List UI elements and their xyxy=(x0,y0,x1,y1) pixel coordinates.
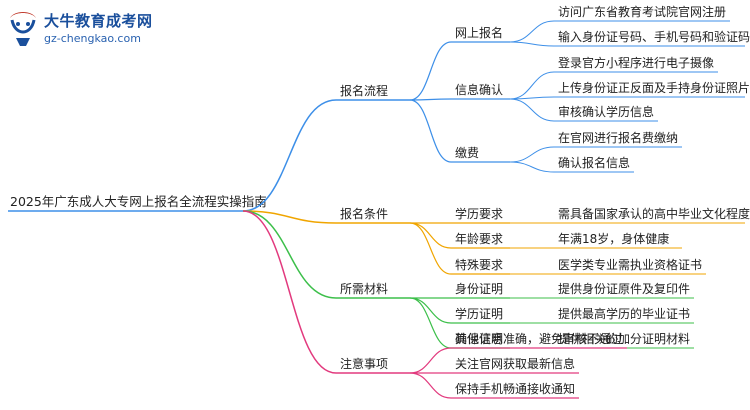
group-connector xyxy=(409,222,452,275)
bull-logo-icon xyxy=(10,12,36,46)
leaf-label: 上传身份证正反面及手持身份证照片 xyxy=(558,80,750,95)
branch-label: 所需材料 xyxy=(340,282,388,296)
branch-connector xyxy=(242,210,337,374)
group-label: 其他证明 xyxy=(455,332,503,346)
group-label: 特殊要求 xyxy=(455,257,503,272)
branch-connector xyxy=(242,210,337,299)
leaf-label: 审核确认学历信息 xyxy=(558,104,654,119)
site-logo-title: 大牛教育成考网 xyxy=(44,12,153,30)
branch-connector xyxy=(242,210,337,224)
note-label: 关注官网获取最新信息 xyxy=(455,356,575,371)
group-label: 学历证明 xyxy=(455,306,503,321)
leaf-label: 需具备国家承认的高中毕业文化程度 xyxy=(558,206,750,221)
site-logo: 大牛教育成考网 gz-chengkao.com xyxy=(6,6,176,50)
root-topic: 2025年广东成人大专网上报名全流程实操指南 xyxy=(10,194,267,209)
leaf-label: 医学类专业需执业资格证书 xyxy=(558,257,702,272)
note-label: 保持手机畅通接收通知 xyxy=(455,381,575,396)
leaf-connector xyxy=(509,41,555,47)
leaf-connector xyxy=(509,71,555,100)
leaf-label: 访问广东省教育考试院官网注册 xyxy=(558,4,726,19)
group-connector xyxy=(409,98,452,101)
group-label: 身份证明 xyxy=(455,281,503,296)
leaf-connector xyxy=(509,20,555,43)
leaf-label: 登录官方小程序进行电子摄像 xyxy=(558,55,714,70)
branch-label: 报名流程 xyxy=(340,83,388,98)
leaf-label: 确认报名信息 xyxy=(558,155,630,170)
note-connector xyxy=(409,347,452,374)
branch-label: 报名条件 xyxy=(340,206,388,221)
leaf-label: 在官网进行报名费缴纳 xyxy=(558,130,678,145)
leaf-label: 提供最高学历的毕业证书 xyxy=(558,306,690,321)
note-connector xyxy=(409,372,452,399)
group-connector xyxy=(409,297,452,349)
group-label: 年龄要求 xyxy=(455,232,503,246)
leaf-connector xyxy=(509,146,555,163)
leaf-label: 提供身份证原件及复印件 xyxy=(558,281,690,296)
leaf-label: 输入身份证号码、手机号码和验证码 xyxy=(558,29,750,44)
leaf-label: 年满18岁，身体健康 xyxy=(558,231,669,246)
group-connector xyxy=(409,222,452,249)
group-label: 缴费 xyxy=(455,145,479,160)
group-connector xyxy=(409,41,452,101)
leaf-connector xyxy=(509,161,555,173)
leaf-connector xyxy=(509,98,555,122)
branch-label: 注意事项 xyxy=(340,356,388,371)
site-logo-url: gz-chengkao.com xyxy=(44,32,141,45)
group-connector xyxy=(409,297,452,324)
group-label: 学历要求 xyxy=(455,206,503,221)
group-label: 信息确认 xyxy=(455,82,503,97)
group-connector xyxy=(409,99,452,163)
leaf-label: 提供相关的加分证明材料 xyxy=(558,331,690,346)
note-label: 确保信息准确，避免审核不通过 xyxy=(455,331,623,346)
branch-connector xyxy=(242,99,337,212)
group-label: 网上报名 xyxy=(455,25,503,40)
